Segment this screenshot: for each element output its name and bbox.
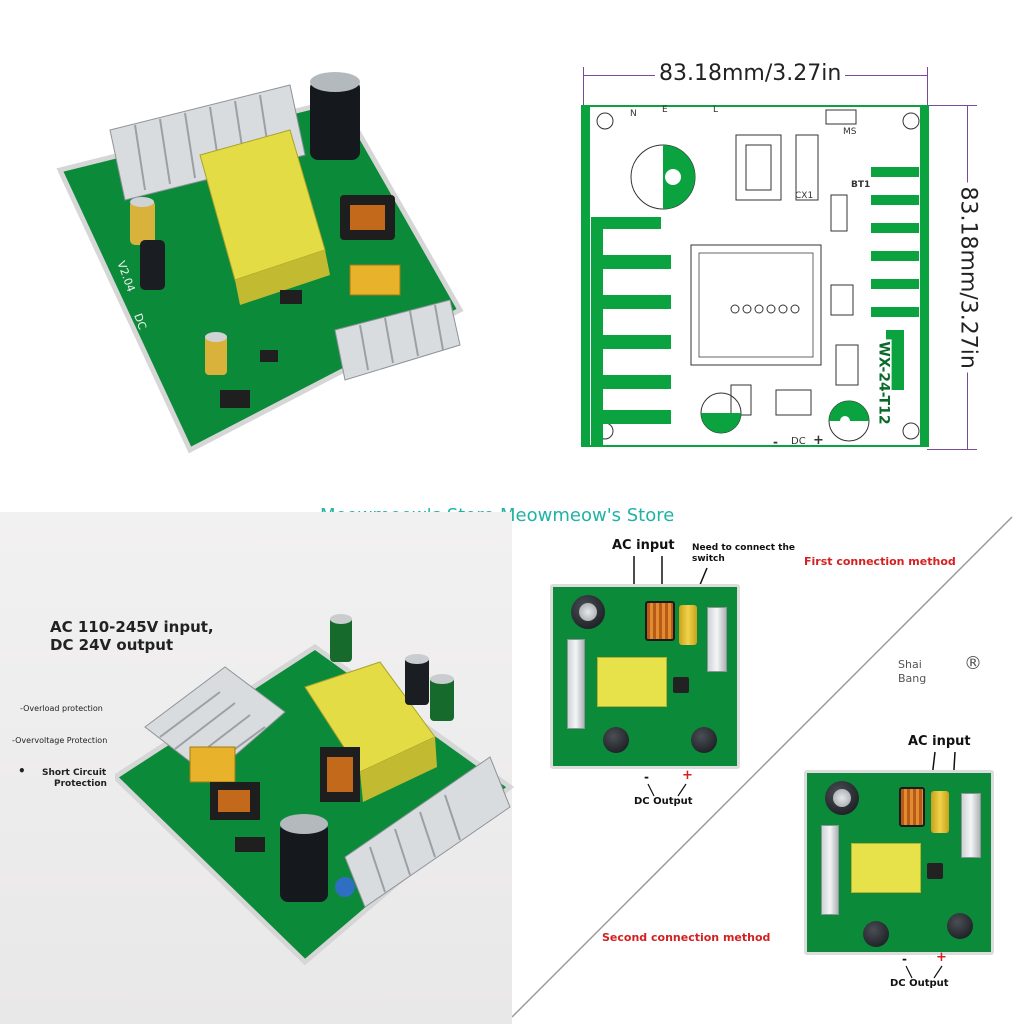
board1-out-capacitor-1 xyxy=(603,727,629,753)
board1-heatsink-right xyxy=(707,607,727,672)
dc-minus-label-1: - xyxy=(644,770,649,784)
feature-overvoltage: -Overvoltage Protection xyxy=(12,736,108,745)
first-method-label: First connection method xyxy=(804,555,956,568)
brand-name-1: Shai xyxy=(898,658,922,671)
features-headline-1: AC 110-245V input, xyxy=(50,618,214,636)
board2-transformer xyxy=(851,843,921,893)
switch-note-1: Need to connect the xyxy=(692,543,795,553)
second-method-label: Second connection method xyxy=(602,931,771,944)
feature-overload: -Overload protection xyxy=(20,704,103,713)
board-second-method xyxy=(804,770,994,955)
layout-dc-minus: - xyxy=(773,435,778,449)
brand-name-2: Bang xyxy=(898,672,927,685)
feature-short-circuit-2: Protection xyxy=(54,779,107,789)
dc-plus-label-2: + xyxy=(936,950,947,965)
vertical-dimension-tick-top xyxy=(927,105,977,106)
ac-input-label-2: AC input xyxy=(908,734,971,749)
horizontal-dimension-tick-right xyxy=(927,67,928,107)
switch-note-2: switch xyxy=(692,554,725,564)
feature-short-circuit-1: Short Circuit xyxy=(42,768,107,778)
pcb-layout-svg xyxy=(581,105,929,447)
layout-model-label: WX-24-T12 xyxy=(875,339,892,427)
layout-dc-plus: + xyxy=(813,433,824,448)
board2-capacitor-top xyxy=(833,789,851,807)
features-board-svg xyxy=(115,614,515,966)
board1-chip xyxy=(673,677,689,693)
layout-label-bt1: BT1 xyxy=(851,180,871,190)
board-first-method xyxy=(550,584,740,769)
board1-out-capacitor-2 xyxy=(691,727,717,753)
diagonal-divider xyxy=(512,516,1013,1018)
layout-label-n: N xyxy=(630,109,637,119)
board1-transformer xyxy=(597,657,667,707)
pcb-layout-drawing: 83.18mm/3.27in 83.18mm/3.27in xyxy=(575,55,995,465)
board2-out-capacitor-1 xyxy=(863,921,889,947)
dc-output-arrows-1 xyxy=(647,783,687,797)
dc-plus-label-1: + xyxy=(682,768,693,783)
board1-inductor xyxy=(645,601,675,641)
features-panel: AC 110-245V input, DC 24V output -Overlo… xyxy=(0,512,515,1024)
features-headline-2: DC 24V output xyxy=(50,636,174,654)
board1-capacitor-top xyxy=(579,603,597,621)
product-photo-top: V2.04 DC xyxy=(40,60,480,470)
registered-mark: ® xyxy=(964,653,982,674)
connection-panel: AC input Need to connect the switch Firs… xyxy=(512,512,1024,1024)
vertical-dimension-tick-bottom xyxy=(927,449,977,450)
feature-bullet: • xyxy=(18,764,26,778)
board2-heatsink-right xyxy=(961,793,981,858)
board1-x-capacitor xyxy=(679,605,697,645)
layout-dc-label: DC xyxy=(791,436,806,447)
board2-out-capacitor-2 xyxy=(947,913,973,939)
dc-minus-label-2: - xyxy=(902,952,907,966)
board2-heatsink-left xyxy=(821,825,839,915)
dc-output-label-1: DC Output xyxy=(634,796,693,807)
horizontal-dimension-text: 83.18mm/3.27in xyxy=(655,61,846,86)
vertical-dimension-text: 83.18mm/3.27in xyxy=(955,182,981,373)
layout-label-cx1: CX1 xyxy=(795,191,814,201)
dc-output-label-2: DC Output xyxy=(890,978,949,989)
board2-inductor xyxy=(899,787,925,827)
ac-input-label-1: AC input xyxy=(612,538,675,553)
board1-heatsink-left xyxy=(567,639,585,729)
dc-output-arrows-2 xyxy=(905,965,943,979)
board2-x-capacitor xyxy=(931,791,949,833)
horizontal-dimension-tick-left xyxy=(583,67,584,107)
board2-chip xyxy=(927,863,943,879)
layout-label-e: E xyxy=(662,105,668,115)
pcb-photo-svg xyxy=(56,72,464,454)
layout-label-ms: MS xyxy=(843,127,857,137)
layout-label-l: L xyxy=(713,105,719,115)
